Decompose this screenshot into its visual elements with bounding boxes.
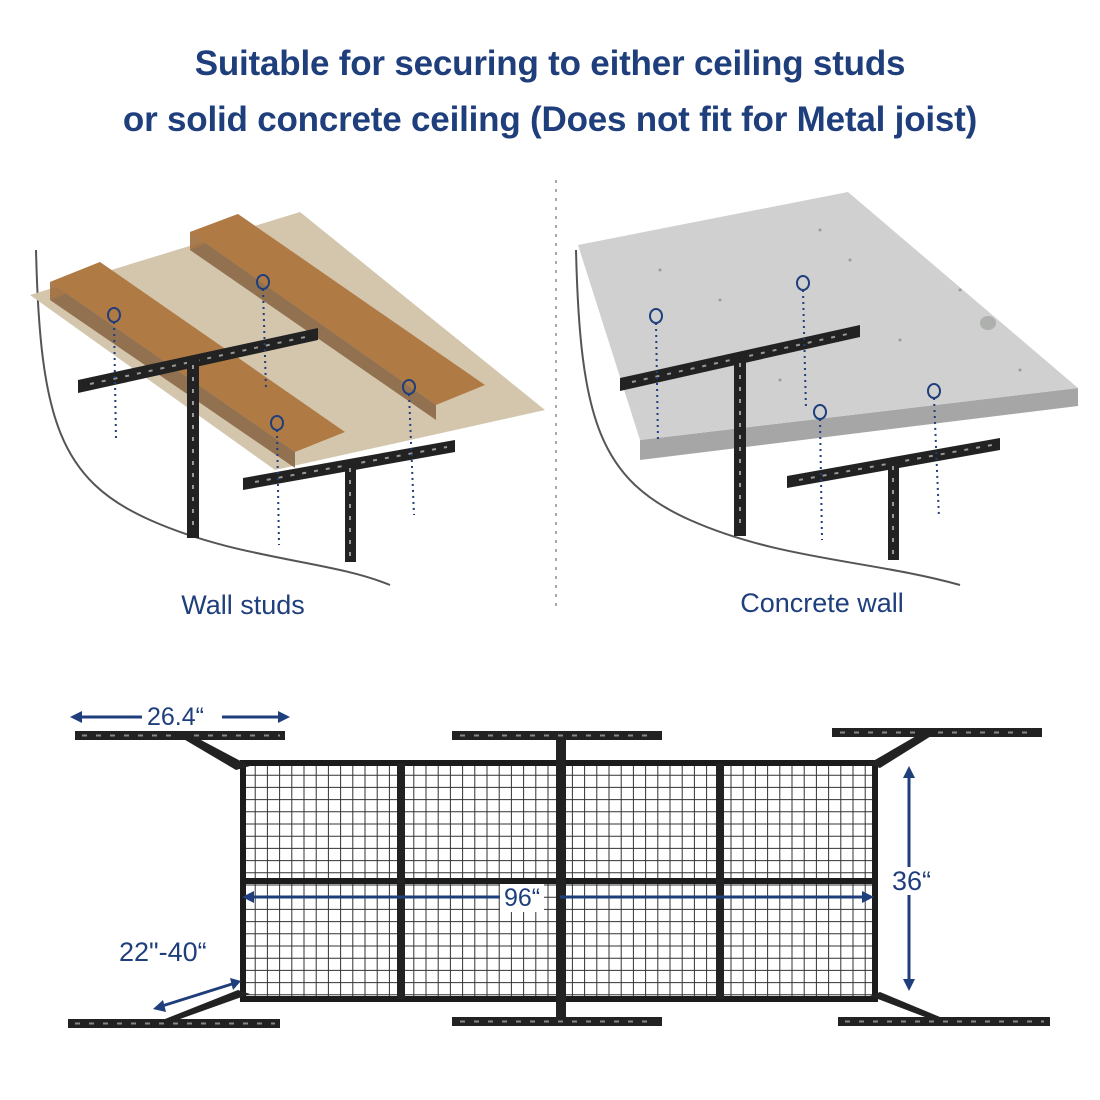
dim-label-36: 36“	[888, 867, 936, 895]
rack-top-view	[68, 711, 1050, 1028]
dim-arrow-22-40	[153, 978, 241, 1012]
ceiling-rail-bottom-left	[68, 990, 280, 1028]
mount-bracket-1-left	[78, 328, 318, 538]
dim-label-26-4: 26.4“	[143, 703, 208, 731]
headline-line-1: Suitable for securing to either ceiling …	[194, 44, 906, 83]
rack-divider-3	[716, 763, 724, 999]
dim-arrow-96	[242, 891, 874, 903]
rack-divider-1	[397, 763, 405, 999]
dim-arrow-26-4	[70, 711, 290, 723]
ceiling-rail-top-center	[452, 731, 662, 740]
dim-label-22-40: 22"-40“	[115, 938, 211, 966]
wall-curve-right	[575, 249, 961, 586]
wood-stud-2	[190, 214, 485, 420]
rack-divider-2	[556, 740, 566, 1022]
concrete-illustration	[575, 192, 1078, 586]
dim-label-96: 96“	[500, 884, 545, 912]
concrete-slab-side	[640, 388, 1078, 460]
screw-points-right	[649, 275, 941, 541]
ceiling-rail-bottom-right	[838, 992, 1050, 1026]
mount-bracket-2-right	[787, 438, 1000, 560]
ceiling-rail-bottom-center	[452, 1017, 662, 1026]
wall-studs-illustration	[30, 212, 545, 586]
concrete-slab	[578, 192, 1078, 440]
mount-bracket-2-left	[243, 440, 455, 562]
wall-studs-caption: Wall studs	[181, 590, 305, 620]
concrete-wall-caption: Concrete wall	[740, 588, 904, 618]
ceiling-rail-top-left	[75, 731, 285, 770]
wall-curve-left	[35, 249, 391, 586]
headline-line-2: or solid concrete ceiling (Does not fit …	[122, 100, 978, 139]
screw-points-left	[107, 274, 416, 546]
ceiling-rail-top-right	[832, 728, 1042, 768]
mount-bracket-1-right	[620, 325, 860, 536]
